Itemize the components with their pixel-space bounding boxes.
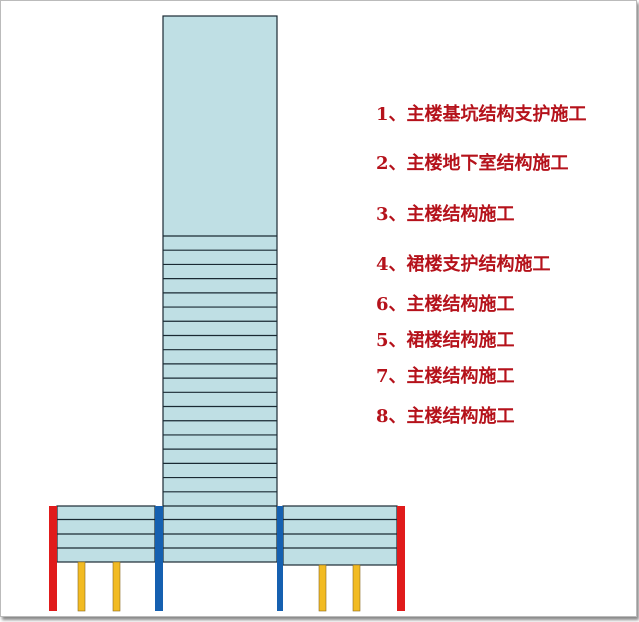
left-retaining-wall <box>49 506 57 611</box>
tower-body <box>162 15 278 563</box>
step-label: 5、裙楼结构施工 <box>376 330 515 351</box>
step-label: 7、主楼结构施工 <box>376 366 515 387</box>
right-tower-wall <box>277 506 283 611</box>
pile <box>318 564 327 612</box>
step-label: 3、主楼结构施工 <box>376 204 515 225</box>
piles <box>77 561 361 612</box>
pile <box>77 561 86 612</box>
right-podium <box>282 505 398 566</box>
floor-lines <box>57 235 397 549</box>
step-label: 2、主楼地下室结构施工 <box>376 153 569 174</box>
step-label: 6、主楼结构施工 <box>376 294 515 315</box>
step-label: 8、主楼结构施工 <box>376 406 515 427</box>
left-tower-wall <box>155 506 163 611</box>
pile <box>112 561 121 612</box>
step-label: 4、裙楼支护结构施工 <box>376 254 551 275</box>
step-label: 1、主楼基坑结构支护施工 <box>376 104 587 125</box>
pile <box>352 564 361 612</box>
right-retaining-wall <box>397 506 405 611</box>
